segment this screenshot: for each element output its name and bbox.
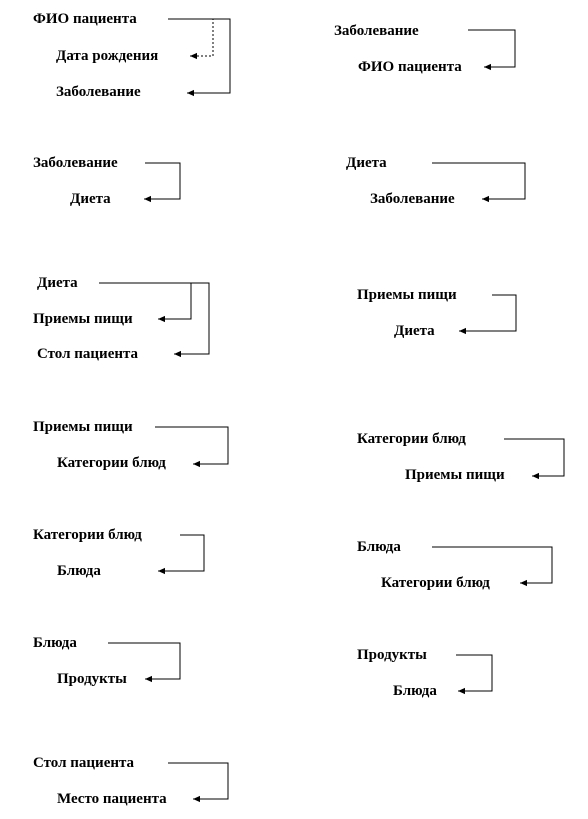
d10-child-label-1: Продукты: [57, 671, 127, 687]
d8-child-label-1: Блюда: [57, 563, 101, 579]
d11-top-label: Продукты: [357, 647, 427, 663]
d9-child-label-1: Категории блюд: [381, 575, 490, 591]
d0-child-label-2: Заболевание: [56, 84, 141, 100]
d12-child-label-1: Место пациента: [57, 791, 167, 807]
d8-c1-connector-arrow: [158, 534, 205, 575]
d10-c1-connector-arrow: [108, 642, 181, 683]
d8-top-label: Категории блюд: [33, 527, 142, 543]
d5-c1-connector-arrow: [459, 294, 517, 335]
d0-c2-connector-arrow: [168, 18, 231, 97]
d0-c1-connector-arrow: [168, 18, 214, 60]
d4-child-label-2: Стол пациента: [37, 346, 139, 362]
d6-top-label: Приемы пищи: [33, 419, 133, 435]
d4-c2-connector-arrow: [99, 282, 210, 358]
d1-c1-connector-arrow: [468, 29, 516, 71]
d12-c1-connector-arrow: [168, 762, 229, 803]
d2-c1-connector-arrow: [144, 162, 181, 203]
d4-top-label: Диета: [37, 275, 78, 291]
d9-top-label: Блюда: [357, 539, 401, 555]
d11-c1-connector-arrow: [456, 654, 493, 695]
d1-child-label-1: ФИО пациента: [358, 59, 462, 75]
d4-child-label-1: Приемы пищи: [33, 311, 133, 327]
d7-child-label-1: Приемы пищи: [405, 467, 505, 483]
d11-child-label-1: Блюда: [393, 683, 437, 699]
d6-child-label-1: Категории блюд: [57, 455, 166, 471]
d9-c1-connector-arrow: [432, 546, 553, 587]
d12-top-label: Стол пациента: [33, 755, 135, 771]
d0-child-label-1: Дата рождения: [56, 48, 159, 64]
d10-top-label: Блюда: [33, 635, 77, 651]
d1-top-label: Заболевание: [334, 23, 419, 39]
d5-child-label-1: Диета: [394, 323, 435, 339]
d6-c1-connector-arrow: [155, 426, 229, 468]
d0-top-label: ФИО пациента: [33, 11, 137, 27]
d3-child-label-1: Заболевание: [370, 191, 455, 207]
d5-top-label: Приемы пищи: [357, 287, 457, 303]
d7-top-label: Категории блюд: [357, 431, 466, 447]
d2-top-label: Заболевание: [33, 155, 118, 171]
d2-child-label-1: Диета: [70, 191, 111, 207]
d7-c1-connector-arrow: [504, 438, 565, 480]
d3-top-label: Диета: [346, 155, 387, 171]
d3-c1-connector-arrow: [432, 162, 526, 203]
